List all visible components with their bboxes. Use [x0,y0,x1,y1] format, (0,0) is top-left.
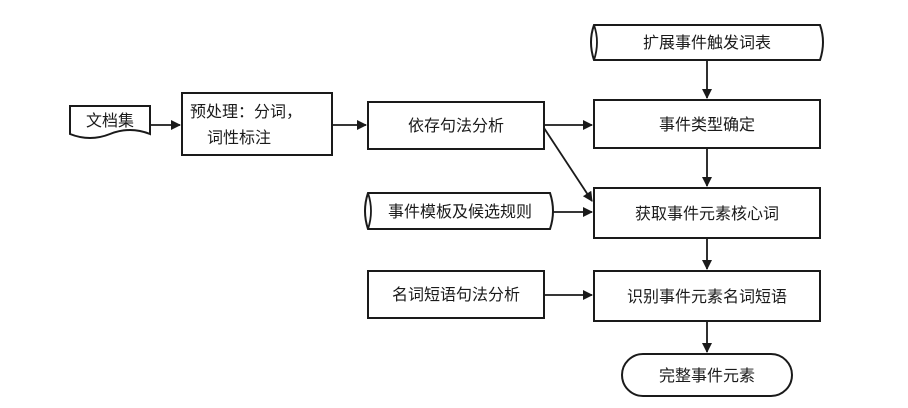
template-rules-node: 事件模板及候选规则 [364,192,554,230]
noun-phrase-parsing-node: 名词短语句法分析 [367,270,545,319]
preprocess-node: 预处理：分词， 词性标注 [181,92,333,156]
document-set-label: 文档集 [86,111,134,130]
trigger-lexicon-node: 扩展事件触发词表 [590,24,824,61]
connectors [150,60,712,353]
trigger-lexicon-label: 扩展事件触发词表 [643,33,771,52]
noun-phrases-node: 识别事件元素名词短语 [593,270,821,322]
noun-phrases-label: 识别事件元素名词短语 [627,287,787,306]
arrow-dependency-to-core-words [543,127,593,202]
dependency-parsing-label: 依存句法分析 [408,116,504,135]
dependency-parsing-node: 依存句法分析 [367,101,545,150]
preprocess-label-line2: 词性标注 [207,128,271,147]
template-rules-label: 事件模板及候选规则 [388,202,532,221]
noun-phrase-parsing-label: 名词短语句法分析 [392,285,520,304]
core-words-label: 获取事件元素核心词 [635,204,779,223]
preprocess-label-line1: 预处理：分词， [190,102,302,121]
complete-elements-node: 完整事件元素 [621,353,793,397]
complete-elements-label: 完整事件元素 [659,366,755,385]
event-type-node: 事件类型确定 [593,99,821,149]
document-set-node: 文档集 [69,105,151,139]
core-words-node: 获取事件元素核心词 [593,187,821,239]
event-type-label: 事件类型确定 [659,115,755,134]
